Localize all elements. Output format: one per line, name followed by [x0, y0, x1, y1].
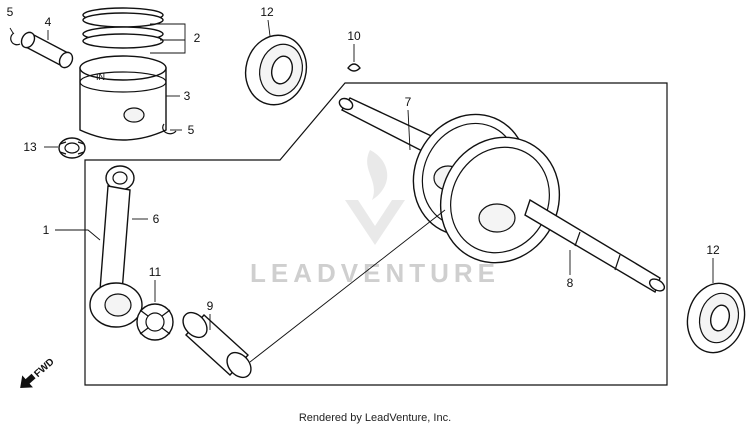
woodruff-key [347, 63, 361, 72]
piston-rings [82, 7, 164, 49]
piston-pin-clip-left [10, 32, 21, 46]
crank-pin [182, 311, 252, 379]
assembly-outline [84, 82, 668, 386]
leader-lines [9, 19, 714, 363]
callout-9: 9 [207, 299, 214, 313]
callout-1: 1 [43, 223, 50, 237]
callout-8: 8 [567, 276, 574, 290]
callout-11: 11 [149, 265, 162, 279]
callout-10: 10 [347, 29, 361, 43]
callout-3: 3 [184, 89, 191, 103]
crankshaft [338, 97, 666, 294]
piston-pin-clip-right [162, 123, 177, 135]
fwd-label: FWD [32, 356, 56, 379]
callout-12-top: 12 [260, 5, 274, 19]
piston-pin [20, 31, 74, 69]
callout-4: 4 [45, 15, 52, 29]
fwd-arrow-icon: FWD [20, 356, 57, 389]
connecting-rod [89, 165, 143, 328]
callout-5-left: 5 [7, 5, 14, 19]
leadventure-logo-icon [345, 150, 405, 245]
watermark-text: LEADVENTURE [250, 258, 500, 288]
callout-2: 2 [194, 31, 201, 45]
callout-7: 7 [405, 95, 412, 109]
credit-text: Rendered by LeadVenture, Inc. [298, 412, 452, 424]
svg-text:IN: IN [96, 72, 105, 82]
small-end-bearing [58, 137, 86, 159]
piston: IN [79, 55, 167, 141]
crank-bearing-bottom [686, 282, 746, 354]
callout-5-right: 5 [188, 123, 195, 137]
callout-12-bottom: 12 [706, 243, 720, 257]
callout-6: 6 [153, 212, 160, 226]
callout-13: 13 [23, 140, 37, 154]
crank-pin-bearing [136, 303, 174, 341]
crank-bearing-top [244, 34, 308, 106]
